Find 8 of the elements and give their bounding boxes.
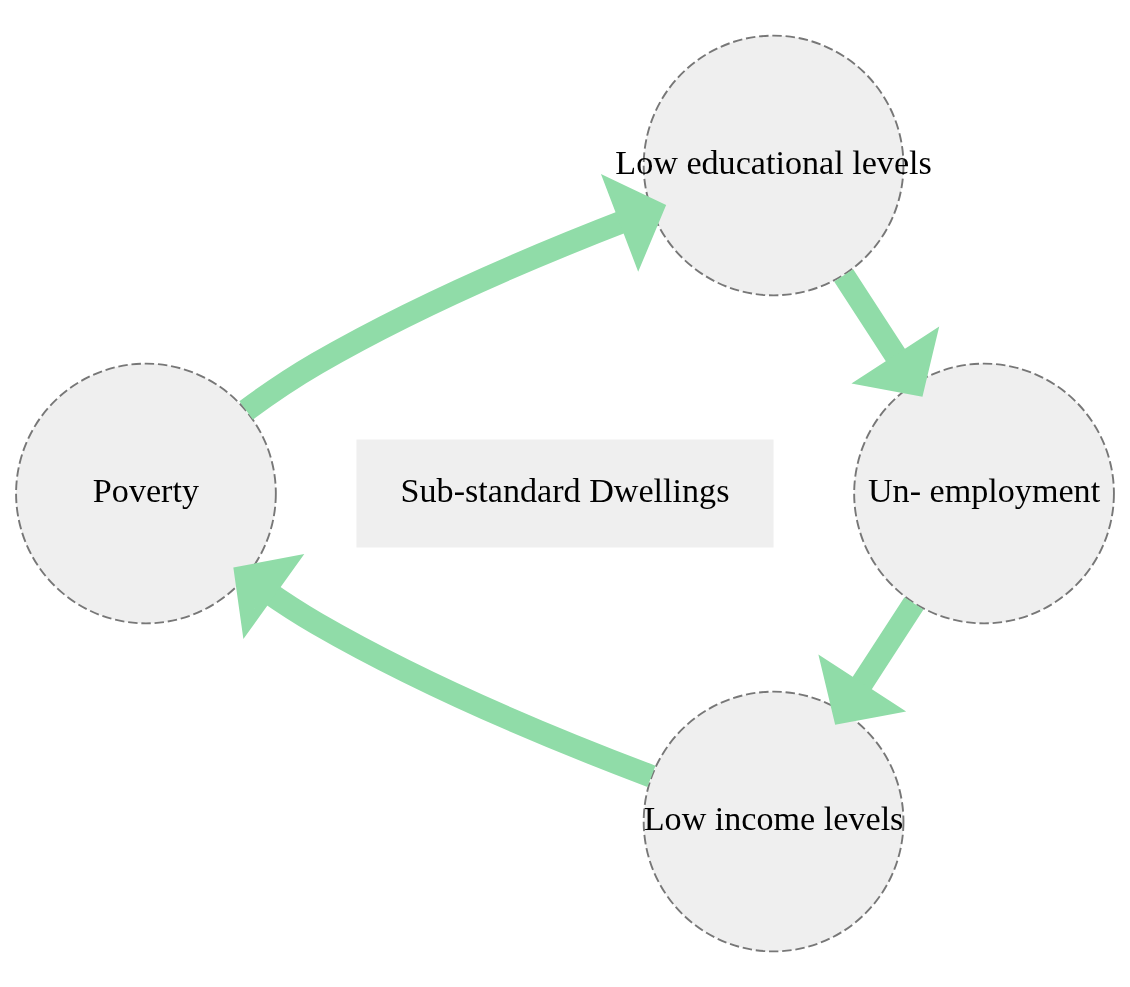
arrow <box>818 597 924 725</box>
node-circle: Poverty <box>15 362 277 625</box>
node-circle: Low income levels <box>642 690 905 953</box>
node-circle: Un- employment <box>853 362 1115 625</box>
arrow <box>233 554 656 787</box>
arrow <box>239 173 667 420</box>
arrow <box>834 269 940 397</box>
node-label: Low educational levels <box>615 143 932 181</box>
